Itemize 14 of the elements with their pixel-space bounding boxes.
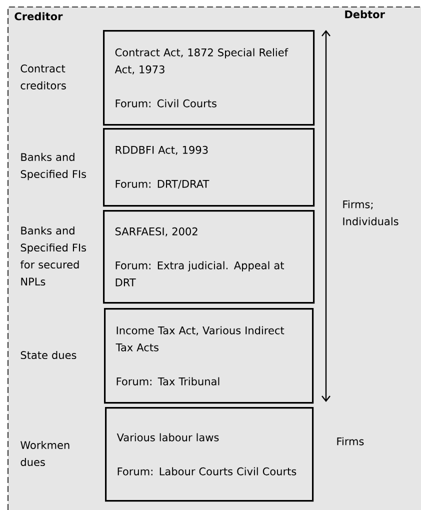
law-box: Contract Act, 1872 Special Relief Act, 1973 Forum: Civil Courts	[103, 30, 315, 126]
creditor-label: Contract creditors	[20, 64, 66, 90]
debtor-label: Firms	[337, 437, 364, 446]
debtor-label: Firms; Individuals	[343, 200, 398, 226]
column-heading: Debtor	[345, 10, 385, 18]
creditor-label: Workmen dues	[20, 440, 70, 466]
creditor-label: State dues	[20, 350, 76, 360]
creditor-label: Banks and Specified FIs	[20, 152, 86, 180]
law-box: Various labour laws Forum: Labour Courts Civil Courts	[105, 407, 314, 502]
creditor-label: Banks and Specified FIs for secured NPLs	[20, 226, 86, 286]
law-box: SARFAESI, 2002 Forum: Extra judicial. Appeal at DRT	[103, 210, 315, 304]
law-box: Income Tax Act, Various Indirect Tax Acts Forum: Tax Tribunal	[104, 308, 314, 404]
column-heading: Creditor	[14, 12, 63, 20]
law-box: RDDBFI Act, 1993 Forum: DRT/DRAT	[103, 128, 315, 207]
